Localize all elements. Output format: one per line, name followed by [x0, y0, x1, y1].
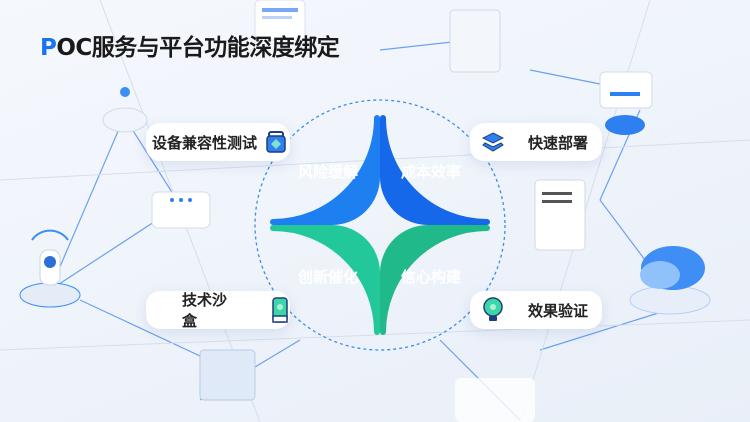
card-label: 设备兼容性测试	[152, 133, 258, 152]
card-rapid-deployment[interactable]: 快速部署	[470, 123, 602, 161]
card-tech-sandbox[interactable]: 技术沙盒	[146, 291, 290, 330]
card-label: 快速部署	[528, 133, 589, 152]
phone-icon	[270, 297, 290, 323]
segment-confidence: 信心构建	[401, 268, 462, 286]
dashed-orbit	[254, 99, 506, 351]
card-device-compatibility[interactable]: 设备兼容性测试	[146, 123, 290, 161]
segment-cost-efficiency: 成本效率	[401, 163, 462, 181]
card-effect-verification[interactable]: 效果验证	[470, 291, 602, 329]
device-icons	[19, 0, 711, 422]
segment-innovation: 创新催化	[298, 268, 359, 286]
quadrant-risk	[270, 115, 380, 225]
layers-icon	[482, 130, 504, 154]
quadrant-innovation	[270, 225, 380, 335]
quadrant-ring	[270, 115, 490, 335]
card-label: 效果验证	[528, 301, 589, 320]
toolbox-icon	[265, 130, 287, 154]
quadrant-confidence	[380, 225, 490, 335]
card-label: 技术沙盒	[182, 291, 228, 330]
segment-risk-mitigation: 风险缓解	[298, 163, 359, 181]
lightbulb-icon	[482, 297, 504, 322]
quadrant-cost	[380, 115, 490, 225]
page-title: POC服务与平台功能深度绑定	[40, 35, 340, 61]
